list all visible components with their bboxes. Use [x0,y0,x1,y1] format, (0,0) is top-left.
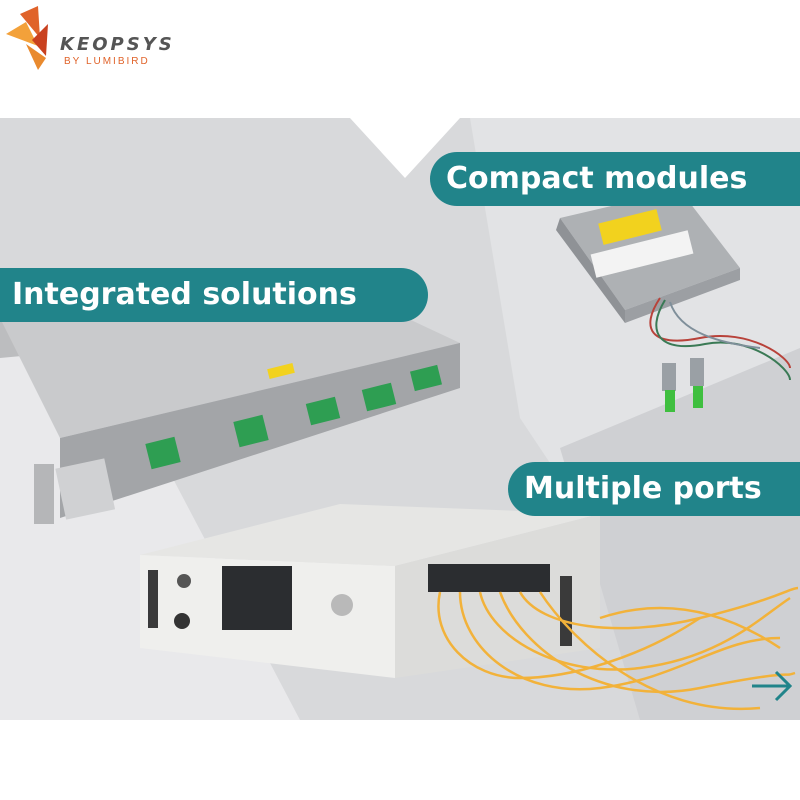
multiple-ports-banner: Multiple ports [508,462,800,516]
brand-logo: KEOPSYS BY LUMIBIRD [0,0,200,90]
multiport-chassis-image [140,504,799,711]
compact-module-image [556,190,791,412]
bird-logo-icon [6,6,48,70]
product-collage [0,118,800,720]
integrated-solutions-banner: Integrated solutions [0,268,428,322]
arrow-right-icon[interactable] [748,662,796,710]
brand-tagline: BY LUMIBIRD [64,56,150,67]
compact-modules-banner: Compact modules [430,152,800,206]
brand-name: KEOPSYS [60,34,175,55]
collage-background [0,118,800,720]
